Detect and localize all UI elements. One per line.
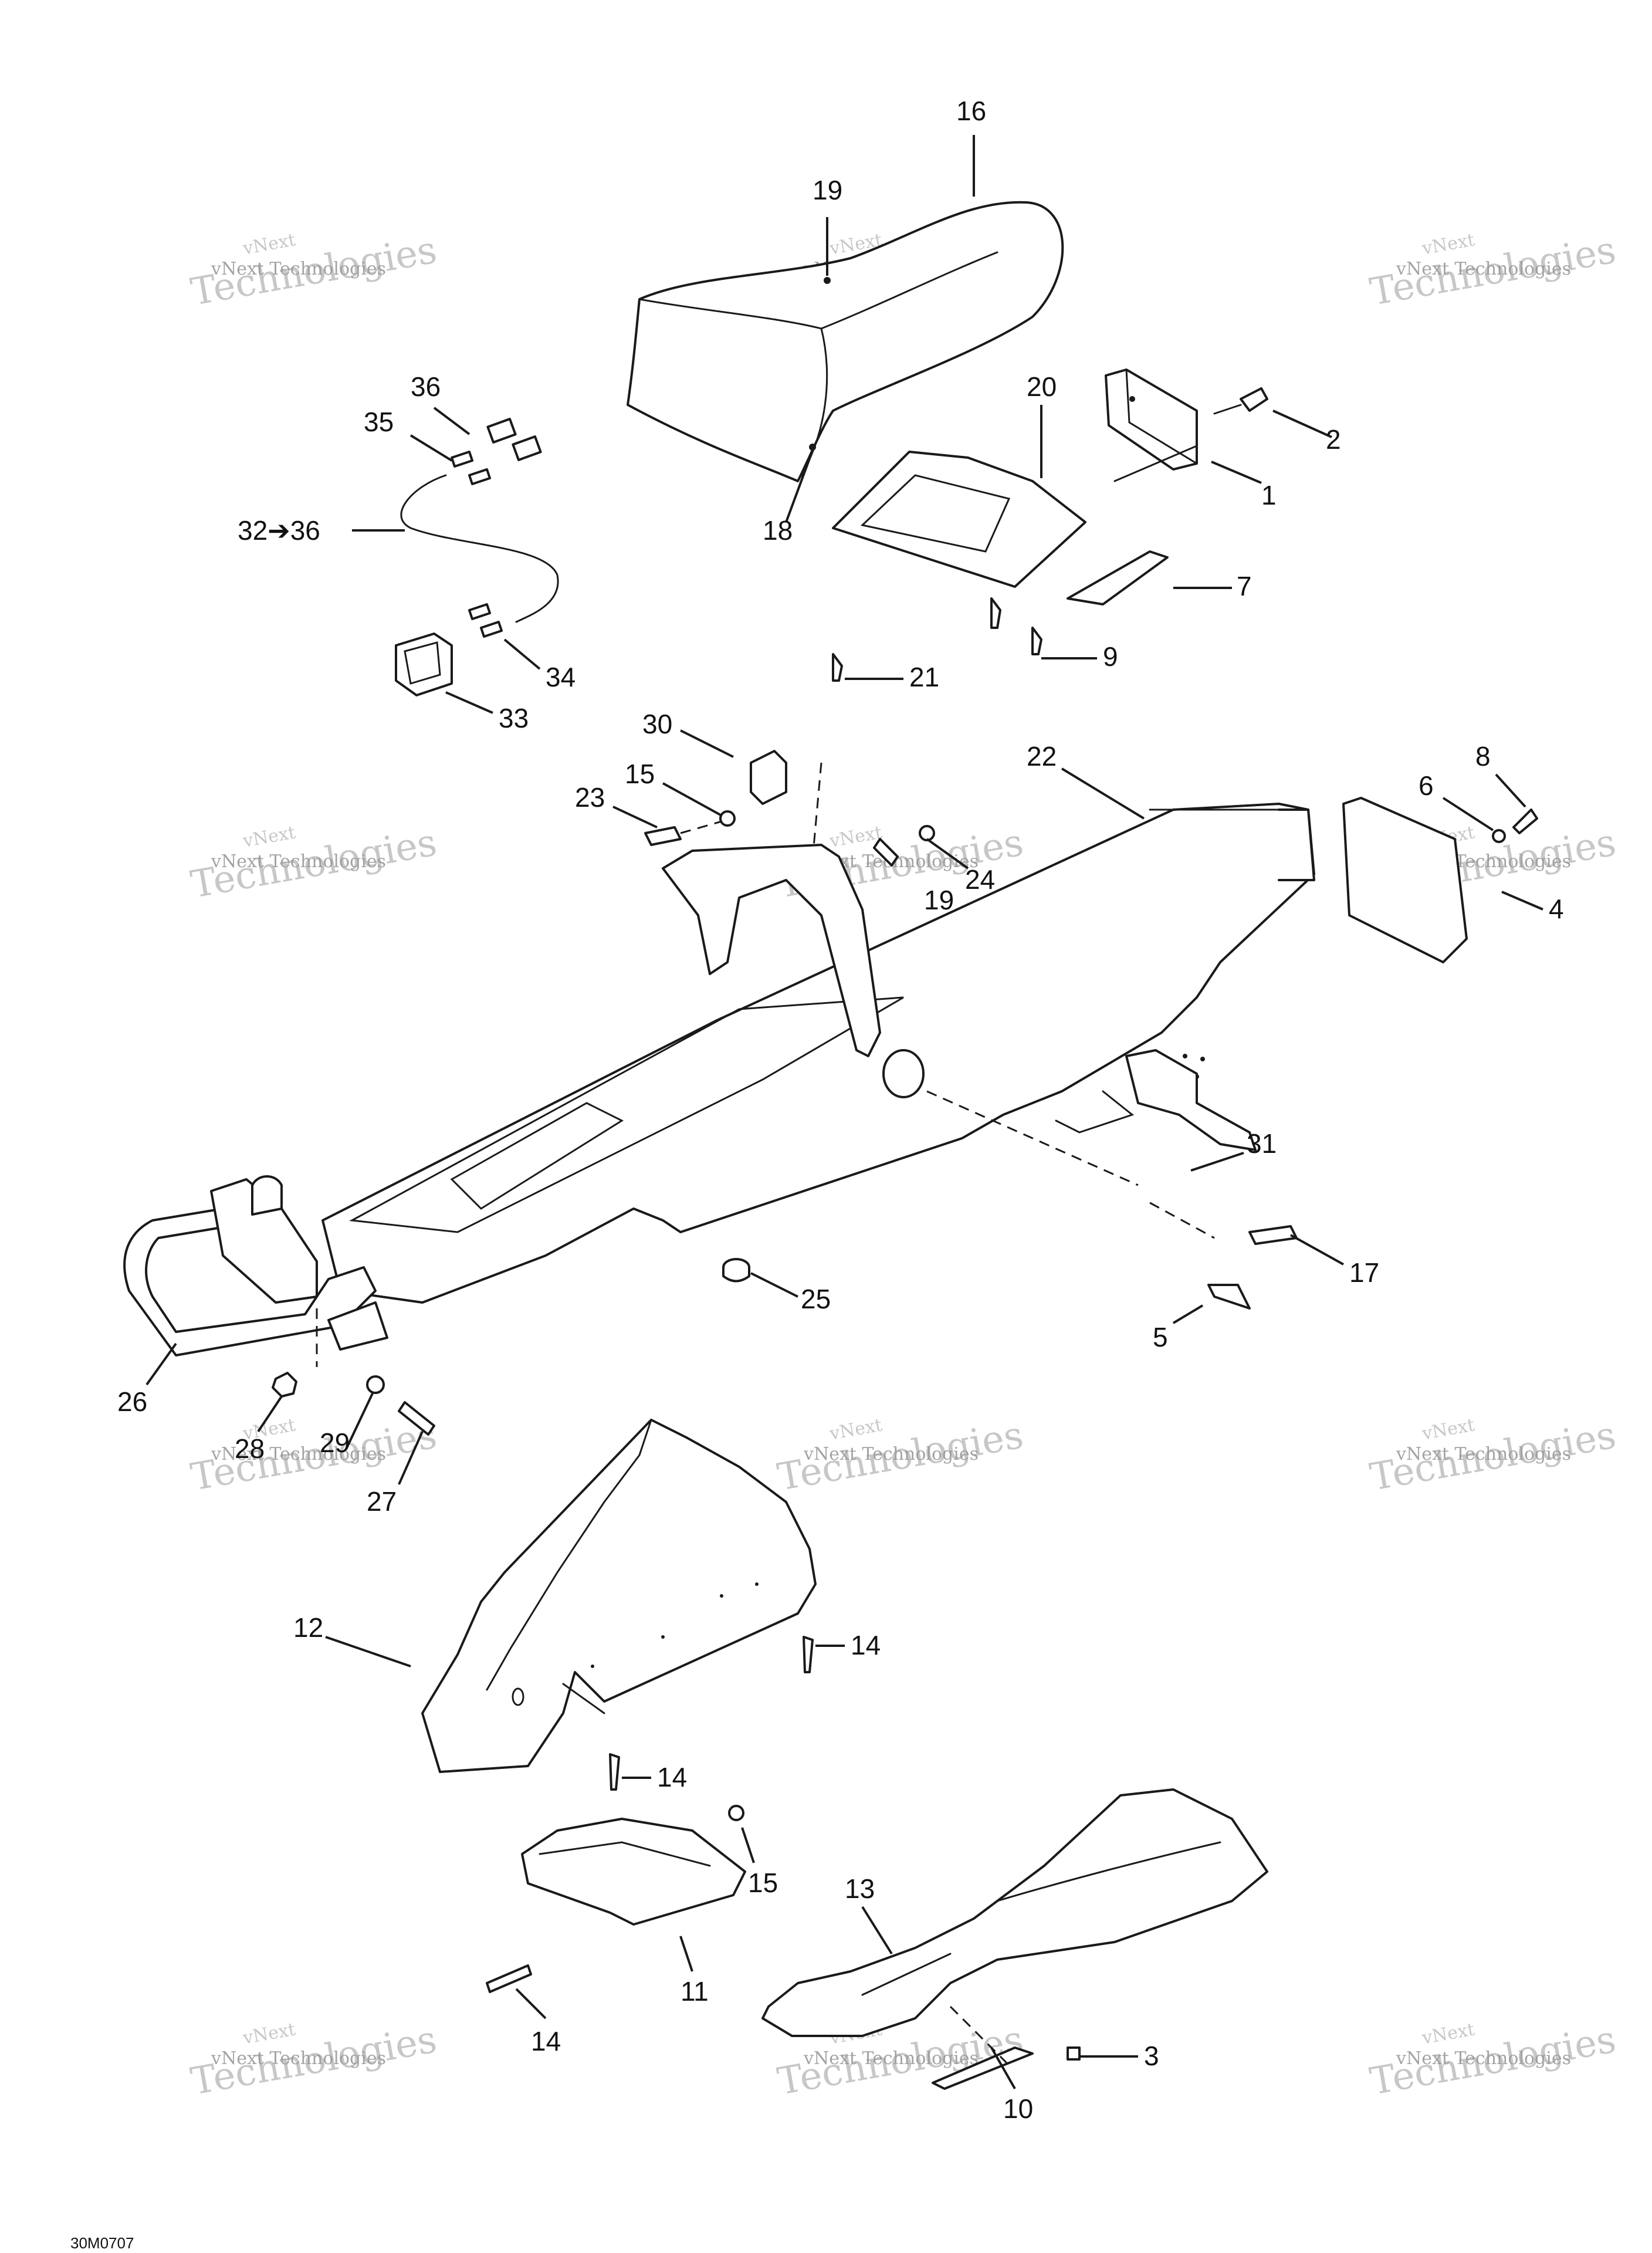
side-bracket-part: [1125, 1049, 1298, 1310]
drawing-reference: 30M0707: [70, 2234, 134, 2252]
callout-4: 4: [1549, 894, 1564, 924]
callout-22: 22: [1027, 741, 1057, 772]
callout-16: 16: [956, 96, 986, 126]
callout-32-36: 32➔36: [238, 515, 320, 546]
callout-5: 5: [1153, 1322, 1168, 1352]
callout-2: 2: [1326, 424, 1341, 455]
callout-1: 1: [1261, 480, 1277, 510]
side-panel-part: [421, 1419, 817, 1791]
watermark-label: vNext Technologies: [211, 259, 386, 279]
callout-19b: 19: [924, 885, 954, 915]
callout-19: 19: [813, 175, 842, 205]
watermark-label: vNext Technologies: [803, 2048, 979, 2069]
callout-34: 34: [546, 662, 576, 692]
callout-8: 8: [1475, 741, 1491, 772]
callout-13: 13: [845, 1873, 875, 1904]
watermark-label: vNext Technologies: [211, 2048, 386, 2069]
wiring-harness-part: [395, 418, 559, 696]
callouts: 16 19 36 35 32➔36 20 2 1 18 7 9 21 34 33…: [117, 96, 1564, 2124]
callout-9: 9: [1103, 641, 1118, 672]
watermark-label: vNext Technologies: [1396, 259, 1571, 279]
callout-27: 27: [367, 1486, 397, 1517]
tunnel-frame-part: [321, 803, 1315, 1304]
mud-flap-part: [1342, 797, 1538, 963]
seat-part: [627, 201, 1064, 482]
callout-14b: 14: [657, 1762, 687, 1792]
lens-part: [832, 550, 1169, 682]
stopper-part: [722, 1258, 750, 1283]
callout-21: 21: [909, 662, 939, 692]
watermark-label: vNext Technologies: [1396, 1444, 1571, 1464]
mount-bracket-part: [644, 750, 935, 892]
callout-29: 29: [320, 1427, 350, 1458]
callout-7: 7: [1237, 571, 1252, 601]
callout-15b: 15: [748, 1868, 778, 1898]
callout-30: 30: [642, 709, 672, 739]
watermark-label: vNext Technologies: [1396, 2048, 1571, 2069]
callout-26: 26: [117, 1386, 147, 1417]
callout-25: 25: [801, 1284, 831, 1314]
callout-35: 35: [364, 407, 394, 437]
callout-24: 24: [965, 864, 995, 895]
callout-11: 11: [681, 1976, 709, 2007]
watermark-label: vNext Technologies: [211, 851, 386, 872]
callout-14a: 14: [851, 1630, 881, 1660]
callout-12: 12: [293, 1612, 323, 1643]
seat-base-part: [832, 451, 1086, 588]
callout-23: 23: [575, 782, 605, 813]
callout-6: 6: [1419, 770, 1434, 801]
callout-31: 31: [1247, 1128, 1277, 1159]
rear-fender-part: [761, 1788, 1268, 2090]
callout-17: 17: [1349, 1257, 1379, 1288]
callout-36: 36: [411, 371, 441, 402]
leader-lines: [145, 135, 1543, 2089]
callout-33: 33: [499, 703, 529, 733]
lower-panel-part: [486, 1805, 746, 1993]
callout-18: 18: [763, 515, 793, 546]
callout-20: 20: [1027, 371, 1057, 402]
watermark-label: vNext Technologies: [211, 1444, 386, 1464]
bumper-part: [123, 1175, 435, 1436]
callout-10: 10: [1003, 2093, 1033, 2124]
callout-15: 15: [625, 759, 655, 789]
callout-3: 3: [1144, 2041, 1159, 2071]
taillight-part: [1105, 368, 1268, 482]
callout-28: 28: [235, 1433, 265, 1464]
callout-14c: 14: [531, 2026, 561, 2056]
watermark-label: vNext Technologies: [803, 1444, 979, 1464]
